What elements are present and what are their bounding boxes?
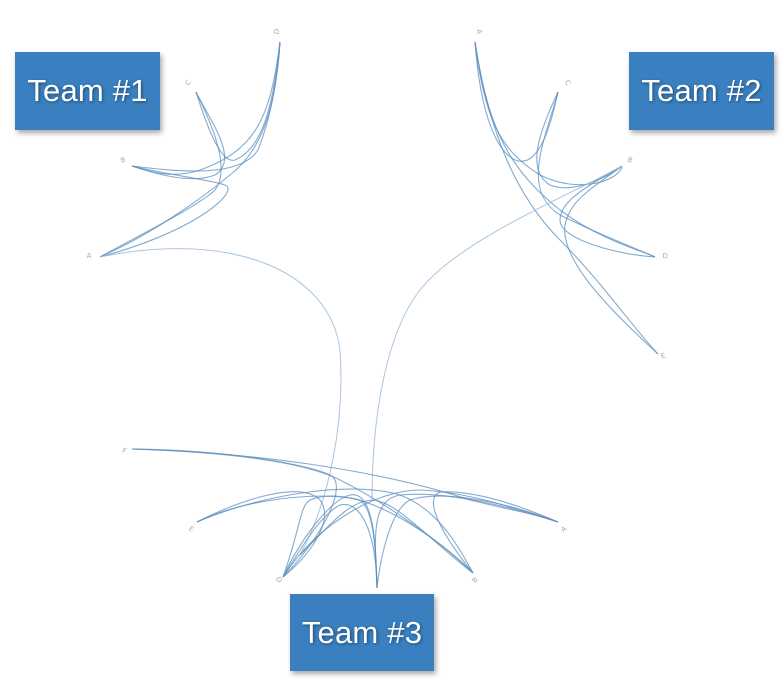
team-link — [474, 41, 559, 162]
team-link — [99, 165, 229, 258]
links-group — [99, 41, 659, 589]
team-link — [537, 91, 656, 258]
team-link — [474, 41, 659, 355]
team2-node-D: D — [662, 252, 667, 260]
team3-node-F: F — [122, 447, 128, 456]
team2-node-C: C — [563, 79, 572, 88]
team-link — [282, 489, 559, 578]
team-link — [282, 494, 378, 589]
team-link — [282, 495, 474, 578]
node-labels-group: D C B A A C B D E F E D B A — [87, 28, 668, 584]
team-link — [376, 495, 559, 589]
team3-node-E: E — [187, 525, 195, 534]
team2-node-E: E — [660, 352, 667, 361]
team-link — [564, 165, 659, 355]
cross-team-link — [99, 248, 342, 556]
team3-node-B: B — [471, 576, 480, 584]
team-link — [196, 488, 474, 574]
team-link — [433, 491, 559, 574]
team-3-label: Team #3 — [301, 614, 423, 650]
team-3-label-box: Team #3 — [290, 594, 434, 671]
team3-node-A: A — [560, 525, 569, 534]
team-link — [299, 499, 474, 574]
team-link — [374, 493, 559, 589]
team-1-label: Team #1 — [27, 73, 148, 108]
team1-node-D: D — [273, 28, 282, 35]
team1-node-A: A — [87, 252, 92, 260]
team3-node-D: D — [274, 576, 284, 585]
team-2-label: Team #2 — [641, 73, 762, 108]
team-link — [559, 165, 656, 258]
team2-node-A: A — [475, 29, 484, 35]
team-link — [99, 41, 281, 258]
team-link — [196, 491, 325, 578]
team-2-label-box: Team #2 — [629, 52, 774, 130]
team-link — [131, 41, 281, 172]
team-link — [99, 91, 222, 258]
cross-team-link — [371, 165, 623, 501]
team-1-label-box: Team #1 — [15, 52, 160, 130]
team-link — [282, 503, 378, 589]
team1-node-B: B — [119, 155, 127, 164]
team-link — [131, 91, 226, 180]
team-link — [195, 41, 281, 161]
team1-node-C: C — [184, 78, 193, 87]
team2-node-B: B — [626, 156, 634, 165]
